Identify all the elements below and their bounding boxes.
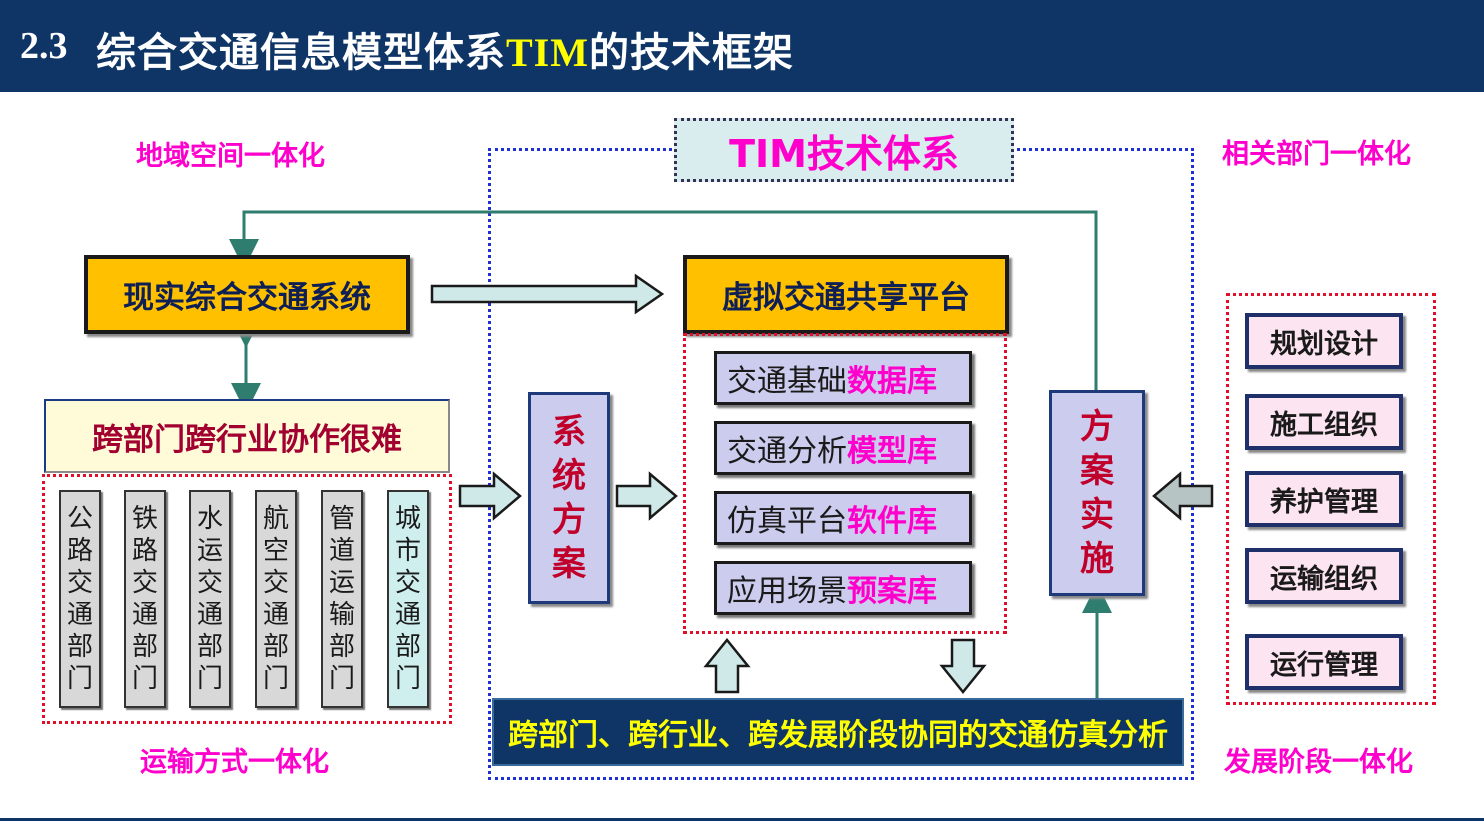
departments-frame [42,474,452,724]
basic-database: 交通基础数据库 [714,351,972,405]
scenario-library: 应用场景预案库 [714,561,972,615]
dept-highway: 公路交通部门 [59,490,101,708]
dept-railway: 铁路交通部门 [124,490,166,708]
tim-system-title: TIM技术体系 [729,131,959,176]
real-transport-system-box: 现实综合交通系统 [84,255,410,334]
stage-maintenance: 养护管理 [1245,471,1403,527]
tim-system-title-box: TIM技术体系 [674,118,1014,182]
section-number: 2.3 [20,25,68,67]
library-frame [683,333,1007,634]
arrow-dept-to-plan [458,471,522,521]
stage-items-frame [1226,293,1436,705]
plan-implementation-box: 方案实施 [1049,390,1145,596]
label-stage-integration: 发展阶段一体化 [1224,747,1413,778]
label-transport-integration: 运输方式一体化 [140,747,329,778]
dept-pipeline: 管道运输部门 [321,490,363,708]
stage-construction: 施工组织 [1245,394,1403,450]
stage-operation-management: 运行管理 [1245,634,1403,690]
label-department-integration: 相关部门一体化 [1222,139,1411,170]
label-spatial-integration: 地域空间一体化 [136,141,325,172]
stage-planning-design: 规划设计 [1245,313,1403,369]
page-title: 综合交通信息模型体系TIM的技术框架 [96,20,794,78]
arrow-real-to-virtual [430,273,665,315]
arrow-items-to-impl [1152,471,1214,521]
arrow-up-to-db [703,638,751,694]
title-highlight: TIM [506,30,589,75]
arrow-plan-to-db [615,471,678,521]
cross-department-difficulty-box: 跨部门跨行业协作很难 [44,399,450,473]
title-text-before: 综合交通信息模型体系 [96,30,506,76]
title-bar [0,0,1484,92]
dept-urban: 城市交通部门 [387,490,429,708]
dept-waterway: 水运交通部门 [189,490,231,708]
bottom-rule [0,818,1484,821]
model-library: 交通分析模型库 [714,421,972,475]
arrow-down-to-bar [939,638,987,694]
collaborative-simulation-bar: 跨部门、跨行业、跨发展阶段协同的交通仿真分析 [492,698,1184,766]
stage-transport-organization: 运输组织 [1245,548,1403,604]
title-text-after: 的技术框架 [589,30,794,76]
system-plan-box: 系统方案 [528,392,610,604]
software-library: 仿真平台软件库 [714,491,972,545]
dept-aviation: 航空交通部门 [255,490,297,708]
virtual-sharing-platform-box: 虚拟交通共享平台 [683,255,1009,334]
feedback-connector [229,210,1098,390]
